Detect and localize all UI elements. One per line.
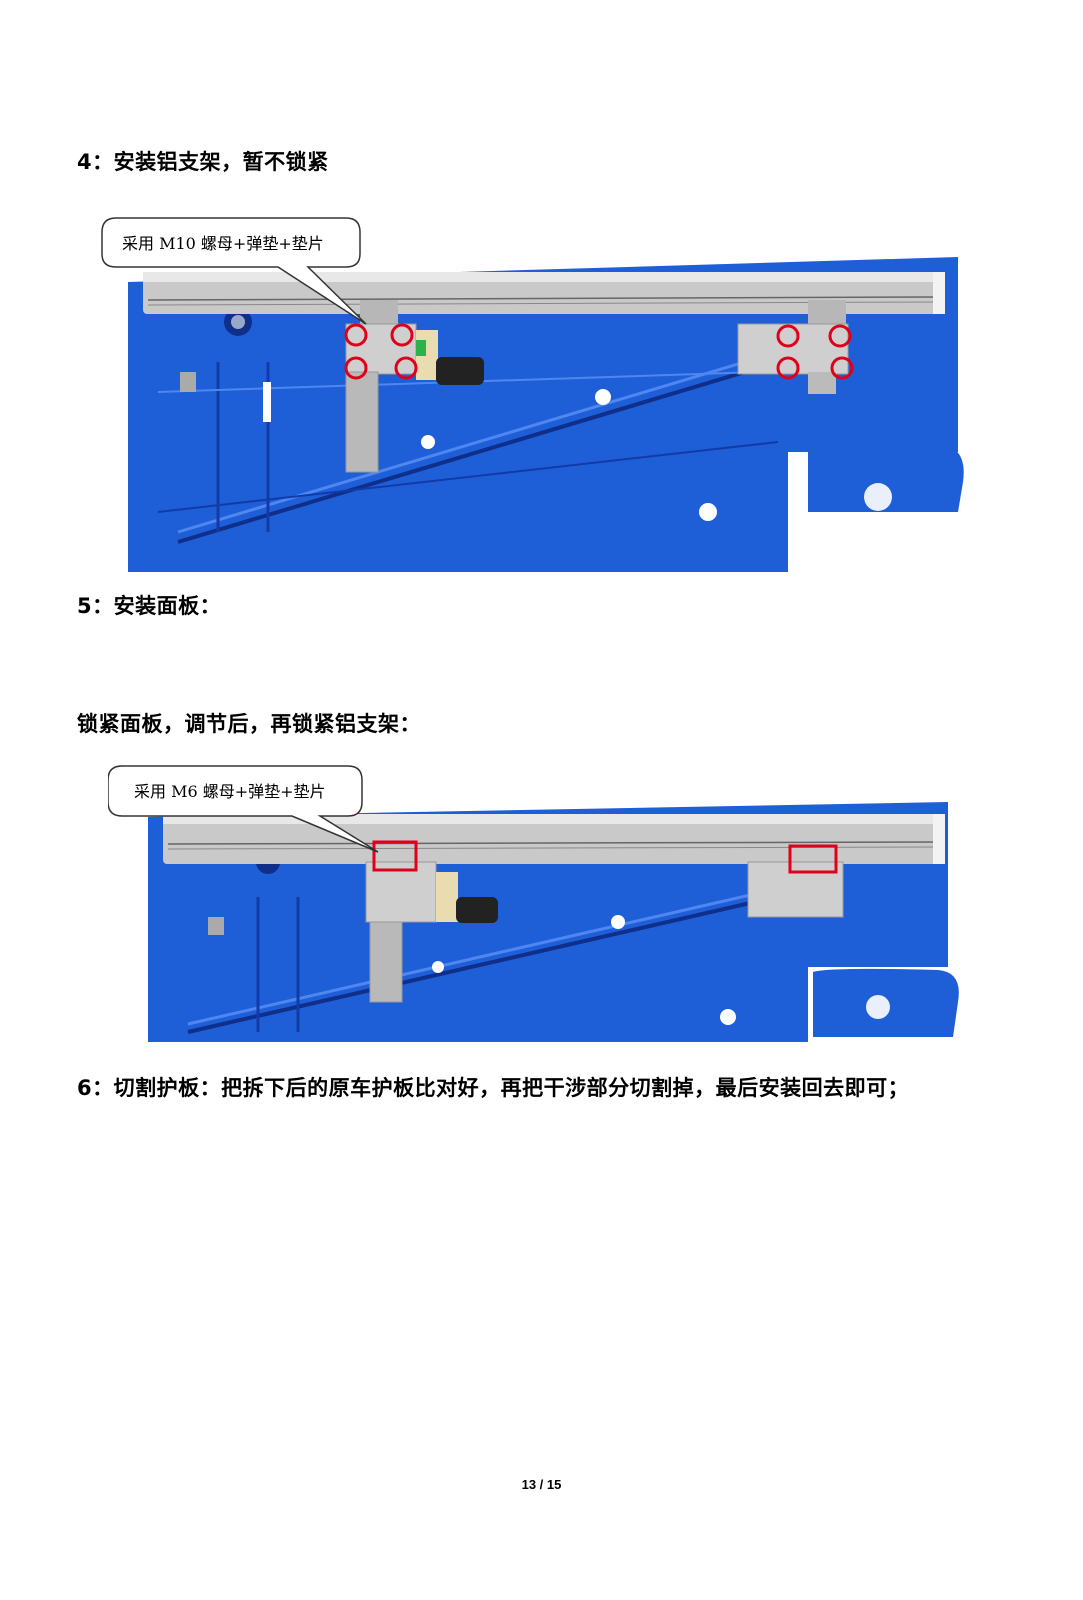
figure-m6-panel: 采用 M6 螺母+弹垫+垫片 <box>108 762 973 1047</box>
figure-m10-bracket: 采用 M10 螺母+弹垫+垫片 <box>98 212 978 572</box>
bolt-markers-fig1 <box>344 323 854 380</box>
page-number: 13 / 15 <box>521 1477 562 1492</box>
step4-heading: 4：安装铝支架，暂不锁紧 <box>77 150 329 174</box>
step6-heading: 6：切割护板：把拆下后的原车护板比对好，再把干涉部分切割掉，最后安装回去即可； <box>77 1076 910 1100</box>
bolt-markers-fig2 <box>372 840 838 874</box>
step5b-heading: 锁紧面板，调节后，再锁紧铝支架： <box>77 712 421 736</box>
car-door-diagram-1 <box>101 217 968 572</box>
callout-m6: 采用 M6 螺母+弹垫+垫片 <box>134 782 326 801</box>
callout-m10: 采用 M10 螺母+弹垫+垫片 <box>122 234 324 253</box>
car-door-diagram-2 <box>108 765 959 1042</box>
step5-heading: 5：安装面板： <box>77 594 222 618</box>
